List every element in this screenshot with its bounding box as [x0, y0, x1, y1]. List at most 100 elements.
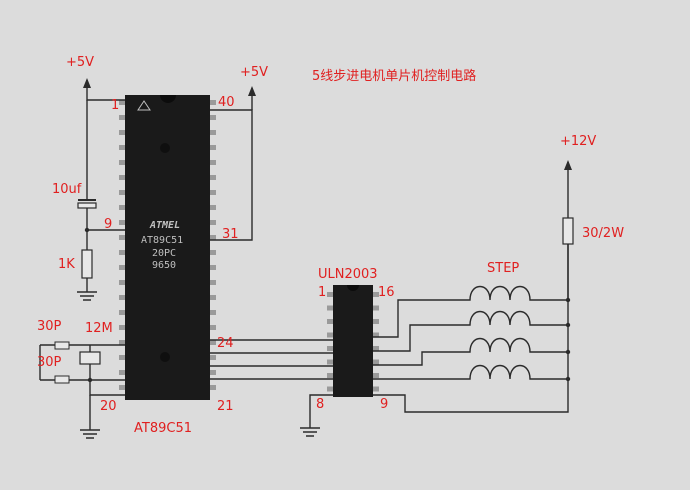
mcu-pin [119, 340, 126, 345]
uln-coil-wires [373, 240, 569, 413]
mcu-dimple-top [160, 143, 170, 153]
mcu-pin [119, 160, 126, 165]
mcu-pin [209, 370, 216, 375]
schematic-labels: 5线步进电机单片机控制电路 +5V +5V +12V 1 40 9 31 24 … [37, 55, 624, 436]
ground-icon-crystal [80, 429, 100, 439]
mcu-pin [209, 205, 216, 210]
vcc-right-arrow-icon [564, 160, 572, 170]
mcu-brand-text: ATMEL [149, 220, 180, 231]
motor-label: STEP [487, 261, 519, 276]
pin-1-label: 1 [111, 98, 119, 113]
vcc-mid-label: +5V [240, 65, 268, 80]
schematic-title: 5线步进电机单片机控制电路 [312, 68, 476, 84]
vcc-mid-arrow-icon [248, 86, 256, 96]
uln-pin [372, 292, 379, 297]
mcu-pin [119, 115, 126, 120]
crystal-symbol [79, 351, 101, 365]
uln-pin [327, 305, 334, 311]
cap-10uf-label: 10uf [52, 182, 82, 197]
mcu-pin [209, 175, 216, 180]
uln-pin [327, 373, 334, 378]
mcu-pin [119, 280, 126, 285]
uln-pins-left [327, 292, 334, 392]
mcu-chip: ATMEL AT89C51 20PC 9650 [119, 95, 216, 400]
res-30-label: 30/2W [582, 226, 624, 241]
uln-pin [327, 332, 334, 338]
coil-3-icon [460, 337, 568, 353]
uln-pin [327, 386, 334, 392]
coil-4-icon [460, 364, 568, 380]
mcu-mark-line2: 20PC [152, 248, 176, 259]
mcu-pin [209, 130, 216, 135]
mcu-pin [209, 265, 216, 270]
uln-pin [327, 359, 334, 365]
vcc-left-arrow-icon [83, 78, 91, 88]
mcu-pin [209, 190, 216, 195]
mcu-pin [119, 310, 126, 315]
mcu-pin [209, 325, 216, 330]
mcu-pin [209, 250, 216, 255]
coil-2-icon [460, 310, 568, 326]
ground-icon-left [77, 291, 97, 301]
coil-1-icon [460, 285, 568, 301]
pin-31-label: 31 [222, 227, 239, 242]
crystal-label: 12M [85, 321, 113, 336]
mcu-notch [160, 95, 176, 103]
uln-pin-8-label: 8 [316, 397, 324, 412]
uln-pin [327, 292, 334, 297]
uln-pin-16-label: 16 [378, 285, 395, 300]
mcu-pin [119, 325, 126, 330]
mcu-uln-wires [210, 339, 333, 437]
uln-body [333, 285, 373, 397]
left-power-network [77, 78, 125, 301]
pin-9-label: 9 [104, 217, 112, 232]
mcu-pin [119, 355, 126, 360]
mcu-pin [209, 280, 216, 285]
mcu-pin [209, 355, 216, 360]
res-1k-symbol [81, 249, 93, 279]
uln-pin [327, 346, 334, 351]
mcu-dimple-bottom [160, 352, 170, 362]
vcc-right-label: +12V [560, 134, 596, 149]
mcu-pin [209, 340, 216, 345]
mcu-pin [119, 220, 126, 225]
step-motor-coils [460, 285, 571, 382]
uln-chip [327, 285, 379, 397]
cap-30p-top-label: 30P [37, 319, 62, 334]
mcu-mark-line3: 9650 [152, 260, 176, 271]
mcu-pin [119, 385, 126, 390]
pin-20-label: 20 [100, 399, 117, 414]
mcu-pin [209, 100, 216, 105]
mcu-mark-line1: AT89C51 [141, 235, 183, 246]
mcu-pins-left [119, 100, 126, 390]
uln-pin [372, 386, 379, 392]
pin-24-label: 24 [217, 336, 234, 351]
mcu-pin [209, 385, 216, 390]
mcu-pin [119, 235, 126, 240]
uln-pin [327, 319, 334, 324]
uln-notch [347, 285, 359, 291]
uln-name-label: ULN2003 [318, 267, 378, 282]
mcu-pin [209, 145, 216, 150]
mcu-pin [119, 100, 126, 105]
mcu-pin [119, 175, 126, 180]
mcu-pin [119, 265, 126, 270]
uln-pin [372, 332, 379, 338]
mcu-pin [209, 310, 216, 315]
uln-pin [372, 305, 379, 311]
mcu-pin [119, 205, 126, 210]
uln-pins-right [372, 292, 379, 392]
mcu-pin [119, 190, 126, 195]
cap-10uf-symbol [77, 202, 97, 209]
mcu-pin [119, 295, 126, 300]
v12-supply-network [562, 160, 574, 300]
res-30-symbol [562, 217, 574, 245]
mcu-pin [209, 235, 216, 240]
mcu-pin [119, 130, 126, 135]
mcu-pin [209, 220, 216, 225]
uln-pin-1-label: 1 [318, 285, 326, 300]
uln-pin [372, 319, 379, 324]
crystal-network [39, 341, 125, 439]
mcu-pin [119, 145, 126, 150]
